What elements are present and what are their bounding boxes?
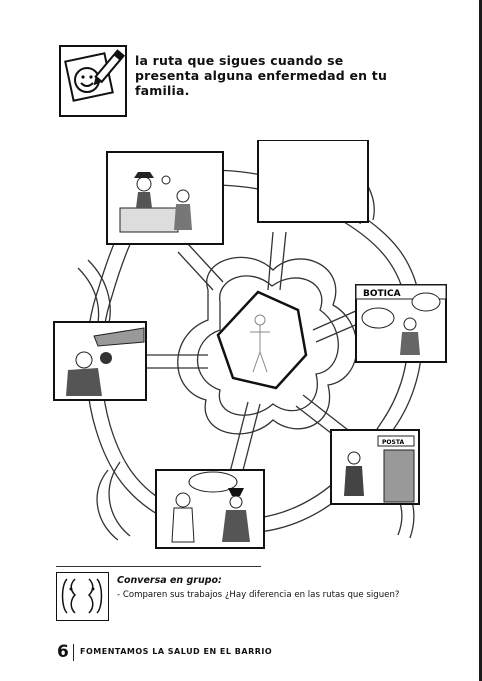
footer-title: FOMENTAMOS LA SALUD EN EL BARRIO bbox=[80, 647, 272, 656]
body-hexagon bbox=[218, 292, 306, 388]
empty-drawing-box[interactable] bbox=[258, 140, 368, 222]
clinic-scene: POSTA bbox=[331, 430, 419, 504]
pharmacy-sign: BOTICA bbox=[363, 289, 401, 299]
instruction-text: la ruta que sigues cuando se presenta al… bbox=[135, 53, 395, 98]
market-scene bbox=[107, 152, 223, 244]
drawing-activity-icon bbox=[59, 45, 127, 117]
section-divider bbox=[56, 566, 261, 567]
group-title: Conversa en grupo: bbox=[117, 575, 222, 586]
pharmacy-scene: BOTICA bbox=[356, 285, 446, 362]
street-scene bbox=[54, 322, 146, 400]
footer-separator bbox=[73, 644, 74, 661]
group-question: - Comparen sus trabajos ¿Hay diferencia … bbox=[117, 589, 417, 601]
conversation-scene bbox=[156, 470, 264, 548]
page-number: 6 bbox=[57, 642, 69, 662]
clinic-sign: POSTA bbox=[382, 439, 404, 446]
group-conversation-icon bbox=[56, 572, 109, 621]
route-map: BOTICA POSTA bbox=[48, 140, 452, 552]
